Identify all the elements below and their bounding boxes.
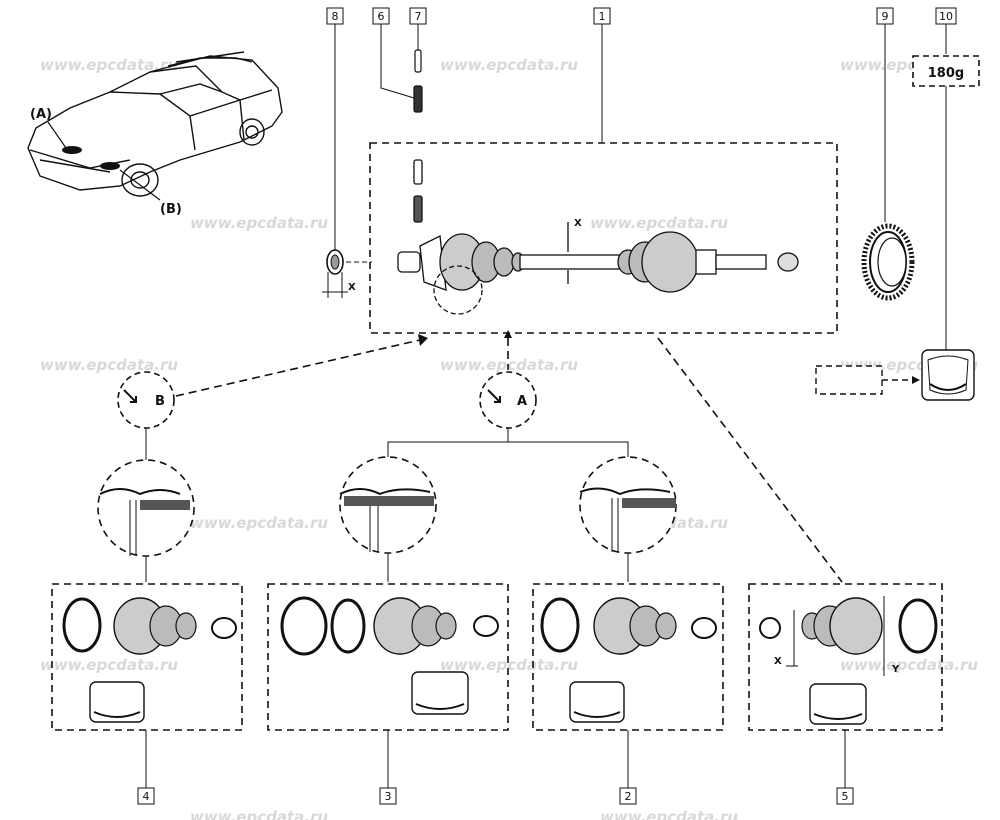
abs-target-ring (861, 223, 915, 301)
roll-pin-7 (414, 49, 422, 73)
watermark: www.epcdata.ru (840, 656, 978, 674)
callout-3: 3 (385, 790, 392, 803)
watermark: www.epcdata.ru (440, 356, 578, 374)
callout-10: 10 (935, 7, 957, 54)
watermark: www.epcdata.ru (590, 214, 728, 232)
kit-dimension-y: Y (891, 664, 900, 675)
grease-sachet (921, 349, 975, 401)
kit-box-4: 4 (51, 583, 243, 805)
callout-4: 4 (143, 790, 150, 803)
callout-7: 7 (409, 7, 427, 50)
callout-1: 1 (593, 7, 611, 142)
grease-quantity-label: 180g (928, 66, 964, 81)
car-illustration (27, 51, 283, 197)
watermark: www.epcdata.ru (440, 56, 578, 74)
detail-circle-a-right (579, 456, 677, 582)
watermark: www.epcdata.ru (190, 214, 328, 232)
kit-box-3: 3 (267, 583, 509, 805)
callout-8: 8 (326, 7, 344, 252)
detail-circle-b (97, 459, 195, 582)
car-label-b: (B) (160, 202, 182, 217)
car-highlights: (A) (B) (30, 107, 182, 217)
svg-text:10: 10 (939, 10, 953, 23)
callout-2: 2 (625, 790, 632, 803)
grease-quantity-box: 180g (912, 55, 980, 350)
svg-text:9: 9 (882, 10, 889, 23)
leader-lines (175, 337, 843, 583)
kit-dimension-x: X (774, 656, 782, 667)
svg-text:1: 1 (599, 10, 606, 23)
washer-8: X (322, 249, 372, 298)
car-label-a: (A) (30, 107, 52, 122)
callout-6: 6 (372, 7, 415, 99)
detail-marker-b: B (117, 371, 175, 460)
empty-dashed-box (815, 365, 920, 395)
detail-label-b: B (155, 394, 165, 409)
svg-text:7: 7 (415, 10, 422, 23)
kit-box-2: 2 (532, 583, 724, 805)
detail-circle-a-left (339, 456, 437, 582)
shaft-dimension-x: X (574, 218, 582, 229)
callout-5: 5 (842, 790, 849, 803)
svg-text:6: 6 (378, 10, 385, 23)
watermark: www.epcdata.ru (40, 356, 178, 374)
watermark: www.epcdata.ru (40, 656, 178, 674)
detail-marker-a: A (387, 371, 629, 460)
watermark: www.epcdata.ru (40, 56, 178, 74)
watermark: www.epcdata.ru (600, 808, 738, 820)
kit-box-5: X Y 5 (748, 583, 943, 805)
watermark: www.epcdata.ru (190, 808, 328, 820)
watermark: www.epcdata.ru (190, 514, 328, 532)
roll-pin-6 (413, 85, 423, 113)
drive-shaft (397, 159, 799, 315)
watermark: www.epcdata.ru (440, 656, 578, 674)
drive-shaft-assembly-box (369, 142, 838, 334)
detail-label-a: A (517, 394, 527, 409)
svg-text:8: 8 (332, 10, 339, 23)
callout-9: 9 (876, 7, 894, 222)
dimension-x-label: X (348, 282, 356, 293)
